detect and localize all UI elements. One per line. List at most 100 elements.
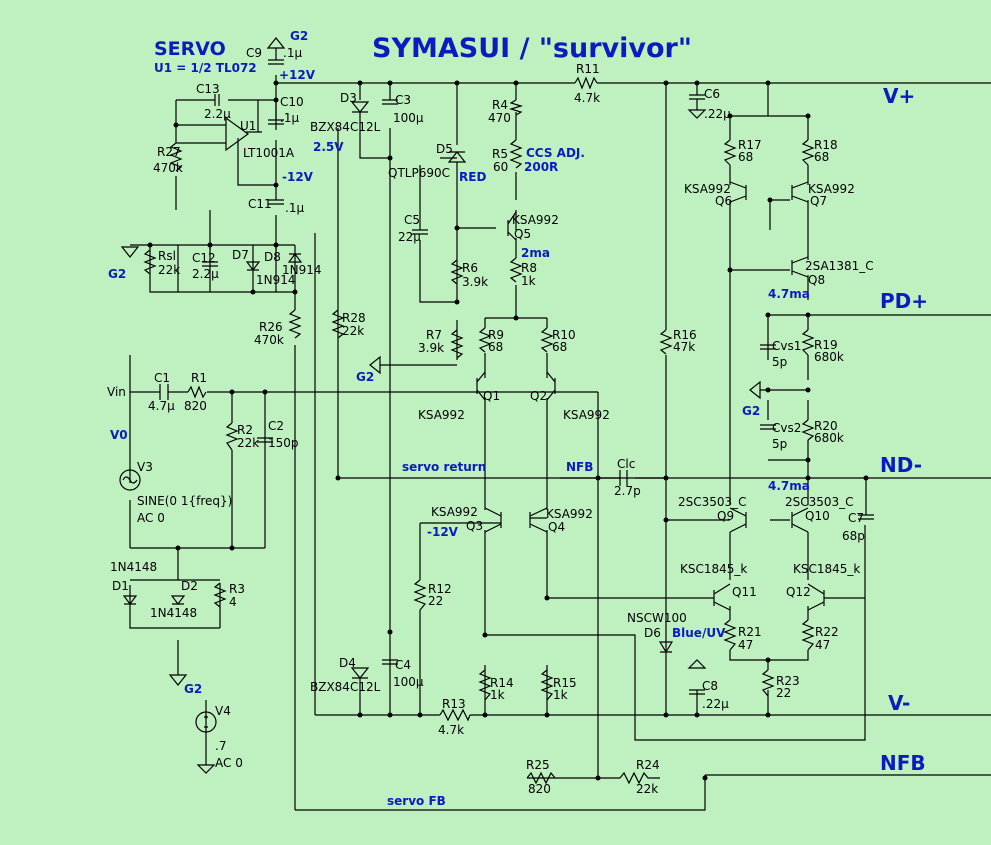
label-r28: R28 bbox=[342, 311, 366, 325]
label-c6-value: .22µ bbox=[704, 107, 731, 121]
servo-heading: SERVO bbox=[154, 38, 226, 60]
label-c12: C12 bbox=[192, 251, 216, 265]
label-q12-part: KSC1845_k bbox=[793, 562, 860, 576]
label-d1-part: 1N4148 bbox=[110, 560, 157, 574]
rail-vplus: V+ bbox=[883, 84, 915, 108]
label-d3: D3 bbox=[340, 91, 357, 105]
resistor-r20 bbox=[801, 419, 815, 441]
resistor-r8 bbox=[509, 257, 523, 283]
label-q6-part: KSA992 bbox=[684, 182, 731, 196]
label-r2: R2 bbox=[237, 423, 253, 437]
label-r24-value: 22k bbox=[636, 782, 658, 796]
label-q10: Q10 bbox=[805, 509, 830, 523]
label-4-7ma-top: 4.7ma bbox=[768, 287, 810, 301]
label-r18-value: 68 bbox=[814, 150, 829, 164]
ground-g2-mid bbox=[369, 355, 457, 375]
label-r6: R6 bbox=[462, 261, 478, 275]
label-c5: C5 bbox=[404, 213, 420, 227]
label-r9-value: 68 bbox=[488, 340, 503, 354]
transistor-q3 bbox=[484, 507, 502, 533]
label-c3-value: 100µ bbox=[393, 111, 424, 125]
label-g2-right: G2 bbox=[742, 404, 760, 418]
label-r20: R20 bbox=[814, 419, 838, 433]
label-c9: C9 bbox=[246, 46, 262, 60]
label-r15: R15 bbox=[553, 676, 577, 690]
label-v0: V0 bbox=[110, 428, 128, 442]
label-r10-value: 68 bbox=[552, 340, 567, 354]
rail-ndminus: ND- bbox=[880, 453, 922, 477]
label-r28-value: 22k bbox=[342, 324, 364, 338]
label-r19: R19 bbox=[814, 338, 838, 352]
label-g2-servo: G2 bbox=[108, 267, 126, 281]
label-ccs-resistance: 200R bbox=[524, 160, 558, 174]
label-g2-mid: G2 bbox=[356, 370, 374, 384]
resistor-r3 bbox=[213, 582, 227, 608]
transistor-q12 bbox=[807, 583, 865, 611]
label-q2-part: KSA992 bbox=[563, 408, 610, 422]
resistor-r11 bbox=[574, 76, 598, 90]
label-r4-value: 470 bbox=[488, 111, 511, 125]
label-c1-value: 4.7µ bbox=[148, 399, 175, 413]
label-vin: Vin bbox=[107, 385, 126, 399]
opamp-u1 bbox=[225, 116, 250, 152]
label-d6-part: NSCW100 bbox=[627, 611, 687, 625]
capacitor-cvs2 bbox=[760, 424, 776, 430]
wires bbox=[129, 48, 991, 811]
label-q8: Q8 bbox=[808, 273, 825, 287]
label-rsl-value: 22k bbox=[158, 263, 180, 277]
junction-dots bbox=[147, 80, 869, 781]
ground-g2-servo bbox=[120, 246, 140, 258]
label-q3-part: KSA992 bbox=[431, 505, 478, 519]
label-r7-value: 3.9k bbox=[418, 341, 444, 355]
label-cvs1: Cvs1 bbox=[772, 339, 801, 353]
label-d5: D5 bbox=[436, 142, 453, 156]
label-q7-part: KSA992 bbox=[808, 182, 855, 196]
label-r4: R4 bbox=[492, 98, 508, 112]
resistor-r14 bbox=[478, 669, 492, 701]
label-r1-value: 820 bbox=[184, 399, 207, 413]
label-d7: D7 bbox=[232, 248, 249, 262]
label-q4-part: KSA992 bbox=[546, 507, 593, 521]
ground-g2-right bbox=[749, 380, 768, 400]
label-r5: R5 bbox=[492, 147, 508, 161]
source-v4 bbox=[195, 711, 217, 733]
label-r8-value: 1k bbox=[521, 274, 536, 288]
capacitor-c1 bbox=[159, 384, 169, 400]
label-red: RED bbox=[459, 170, 486, 184]
label-r23-value: 22 bbox=[776, 686, 791, 700]
resistor-r6 bbox=[450, 259, 464, 285]
resistor-rsl bbox=[143, 249, 157, 275]
label-r12-value: 22 bbox=[428, 594, 443, 608]
resistor-r5 bbox=[509, 139, 523, 169]
label-q11-part: KSC1845_k bbox=[680, 562, 747, 576]
label-d5-part: QTLP690C bbox=[388, 166, 450, 180]
label-v3-ac: AC 0 bbox=[137, 511, 165, 525]
resistor-r15 bbox=[540, 669, 554, 701]
label-r26-value: 470k bbox=[254, 333, 284, 347]
label-d6: D6 bbox=[644, 626, 661, 640]
resistor-r12 bbox=[413, 579, 427, 611]
label-c13: C13 bbox=[196, 82, 220, 96]
label-ccs-adj: CCS ADJ. bbox=[526, 146, 585, 160]
label-c8: C8 bbox=[702, 679, 718, 693]
resistor-r27 bbox=[169, 142, 183, 172]
label-c9-value: .1µ bbox=[283, 46, 302, 60]
label-2ma: 2ma bbox=[521, 246, 550, 260]
label-r27-value: 470k bbox=[153, 161, 183, 175]
label-q4: Q4 bbox=[548, 520, 565, 534]
resistor-r7 bbox=[450, 329, 464, 359]
label-c7: C7 bbox=[848, 511, 864, 525]
ground-g2-top bbox=[266, 37, 286, 49]
transistor-q7 bbox=[791, 181, 809, 203]
label-r13: R13 bbox=[442, 697, 466, 711]
label-c5-value: 22µ bbox=[398, 230, 421, 244]
resistor-r26 bbox=[288, 309, 302, 339]
label-c11: C11 bbox=[248, 197, 272, 211]
label-clc-value: 2.7p bbox=[614, 484, 641, 498]
label-r13-value: 4.7k bbox=[438, 723, 464, 737]
diode-d6 bbox=[658, 641, 674, 654]
label-r7: R7 bbox=[426, 328, 442, 342]
component-symbols bbox=[119, 37, 874, 785]
label-c11-value: .1µ bbox=[285, 201, 304, 215]
resistor-r21 bbox=[723, 619, 737, 651]
